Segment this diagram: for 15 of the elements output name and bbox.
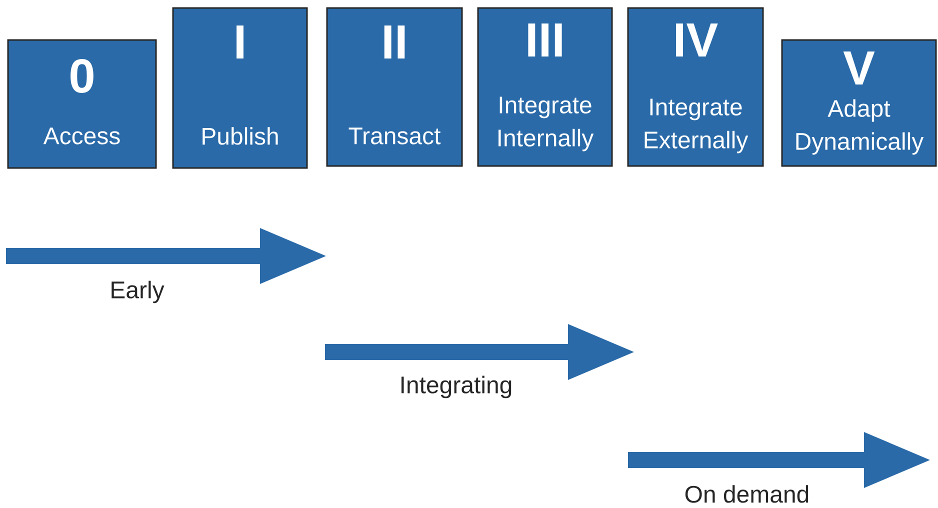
stage-numeral: III [528,23,562,56]
phase-label: Early [112,280,164,304]
stage-numeral: I [236,25,244,58]
stage-name: Adapt Dynamically [796,99,924,155]
stage-numeral: II [384,25,405,58]
phase-label: Integrating [402,376,512,398]
stage-name: Transact [348,128,441,144]
stage-numeral: V [843,51,875,84]
stage-name: Integrate Externally [644,98,748,154]
phase-label: On demand [685,485,808,503]
stage-numeral: IV [676,23,718,56]
stage-numeral: 0 [70,59,94,93]
stage-name: Publish [202,127,278,145]
stage-name: Access [43,128,120,144]
stage-name: Integrate Internally [498,96,594,152]
